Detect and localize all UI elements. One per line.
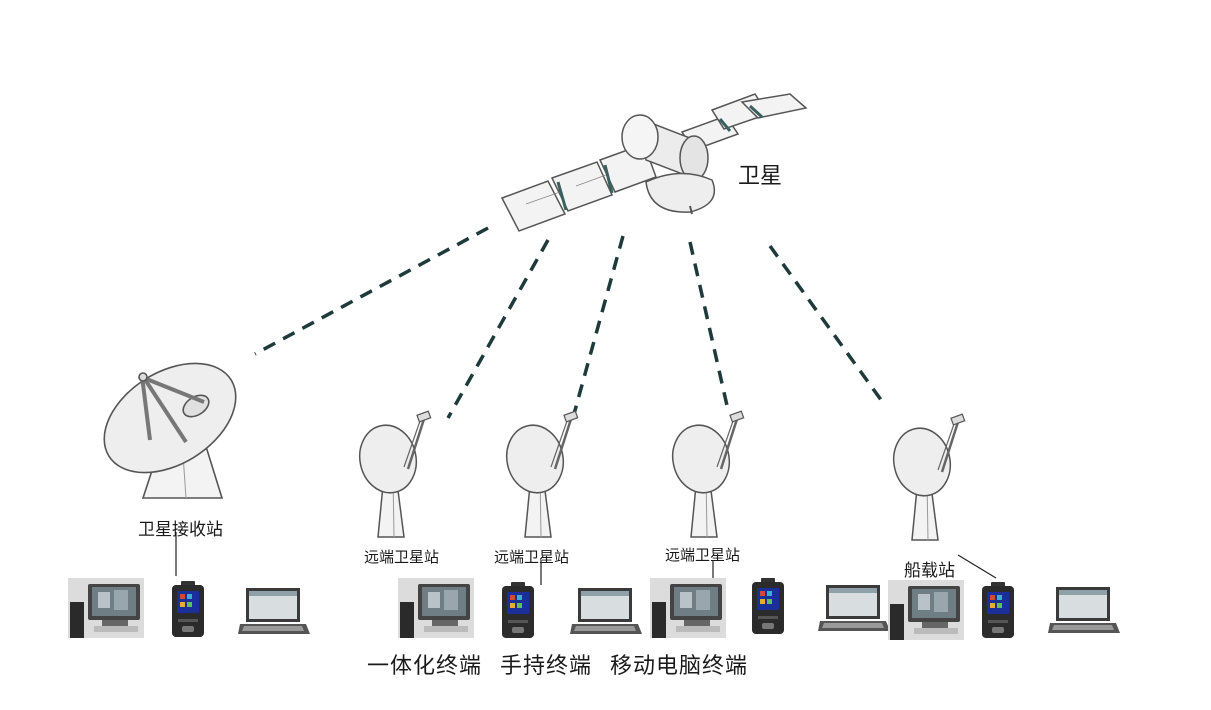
- satellite-link-group: [254, 226, 886, 419]
- ship-station-dish-icon: [886, 412, 966, 542]
- link-to-remote-station-2: [572, 235, 625, 415]
- integrated-terminal-label: 一体化终端: [367, 654, 483, 679]
- integrated-terminal-icon: [650, 578, 726, 638]
- integrated-terminal-icon: [68, 578, 144, 638]
- link-to-ship-station: [768, 244, 886, 406]
- terminal-group-3: [650, 578, 890, 638]
- link-to-receiving-station: [254, 226, 489, 356]
- terminal-group-1: [68, 578, 310, 638]
- link-to-remote-station-3: [688, 241, 730, 411]
- terminal-group-4: [888, 580, 1120, 640]
- integrated-terminal-icon: [398, 578, 474, 638]
- satellite-icon: [500, 93, 808, 232]
- laptop-terminal-icon: [818, 585, 890, 631]
- ship-station-label: 船载站: [904, 561, 955, 581]
- remote-station-2-dish-icon: [499, 409, 579, 539]
- satellite-label: 卫星: [738, 164, 783, 189]
- remote-station-3-label: 远端卫星站: [665, 546, 741, 564]
- remote-station-1-label: 远端卫星站: [364, 548, 440, 566]
- receiving-station-label: 卫星接收站: [138, 520, 223, 540]
- remote-station-2-label: 远端卫星站: [494, 548, 570, 566]
- terminal-group-2: [398, 578, 642, 638]
- handheld-terminal-icon: [502, 582, 534, 638]
- remote-station-3-dish-icon: [665, 409, 745, 539]
- integrated-terminal-icon: [888, 580, 964, 640]
- ship-station-cable: [957, 554, 997, 579]
- handheld-terminal-label: 手持终端: [500, 654, 593, 679]
- remote-station-1-dish-icon: [352, 409, 432, 539]
- link-to-remote-station-1: [446, 239, 550, 419]
- handheld-terminal-icon: [172, 581, 204, 637]
- laptop-terminal-icon: [570, 588, 642, 634]
- laptop-terminal-icon: [1048, 587, 1120, 633]
- laptop-terminal-icon: [238, 588, 310, 634]
- laptop-terminal-label: 移动电脑终端: [610, 654, 749, 679]
- handheld-terminal-icon: [982, 582, 1014, 638]
- handheld-terminal-icon: [752, 578, 784, 634]
- receiving-station-dish-icon: [103, 362, 237, 499]
